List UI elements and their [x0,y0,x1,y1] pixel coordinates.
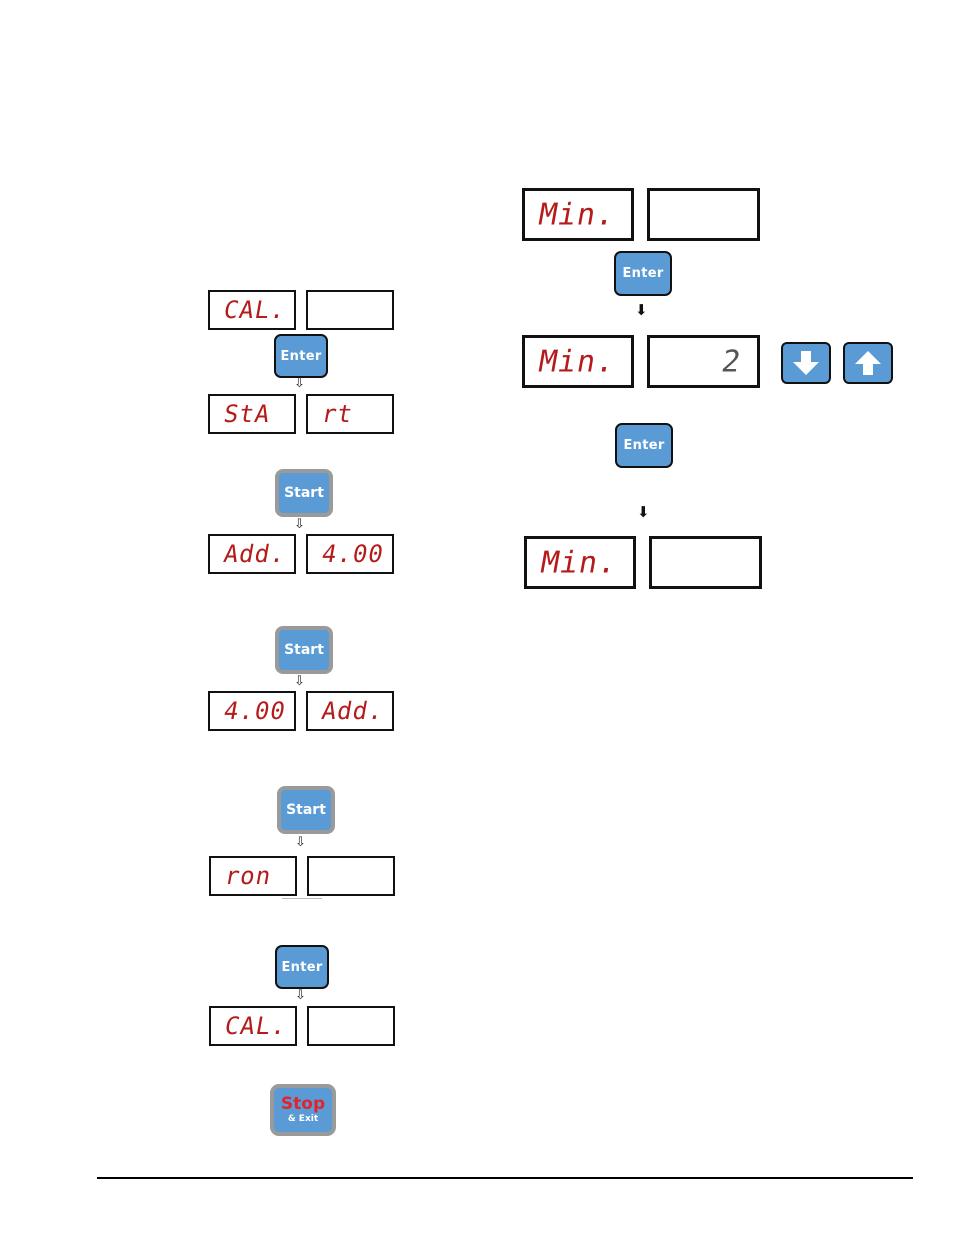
display-left-min: Min. [522,335,634,388]
display-text: 4.00 [306,540,394,568]
enter-button[interactable]: Enter [275,945,329,989]
up-button[interactable] [843,342,893,384]
display-text: Add. [306,697,394,725]
display-left-cal: CAL. [208,290,296,330]
up-arrow-icon [853,349,883,377]
display-right-blank [647,188,760,241]
display-text: ron [209,862,297,890]
stop-label: Stop [281,1096,325,1113]
start-button[interactable]: Start [275,469,333,517]
flow-arrow-icon: ⇩ [294,377,305,390]
enter-button[interactable]: Enter [614,251,672,296]
display-text: Min. [522,197,634,232]
display-text: Min. [522,344,634,379]
display-right-blank [307,1006,395,1046]
display-text: 4.00 [208,697,296,725]
display-right-value: 4.00 [306,534,394,574]
display-left-min: Min. [524,536,636,589]
enter-button[interactable]: Enter [615,423,673,468]
display-right-blank [307,856,395,896]
display-left-min: Min. [522,188,634,241]
flow-arrow-icon: ⇩ [294,675,305,688]
divider-line [282,898,322,899]
down-button[interactable] [781,342,831,384]
exit-label: & Exit [288,1115,318,1124]
start-button[interactable]: Start [275,626,333,674]
display-text: CAL. [209,1012,297,1040]
display-right-digit: 2 [647,335,760,388]
start-button[interactable]: Start [277,786,335,834]
display-left-ron: ron [209,856,297,896]
display-text: rt [306,400,394,428]
display-text: StA [208,400,296,428]
display-right-rt: rt [306,394,394,434]
display-text: Add. [208,540,296,568]
stop-exit-button[interactable]: Stop & Exit [270,1084,336,1136]
display-left-add: Add. [208,534,296,574]
flow-arrow-icon: ⇩ [294,518,305,531]
display-right-blank [649,536,762,589]
display-left-value: 4.00 [208,691,296,731]
footer-rule [97,1177,913,1179]
display-left-sta: StA [208,394,296,434]
display-text: CAL. [208,296,296,324]
display-right-blank [306,290,394,330]
flow-arrow-icon: ⬇ [637,505,650,520]
display-left-cal: CAL. [209,1006,297,1046]
enter-button[interactable]: Enter [274,334,328,378]
flow-arrow-icon: ⇩ [295,836,306,849]
display-right-add: Add. [306,691,394,731]
flow-arrow-icon: ⇩ [295,989,306,1002]
flow-arrow-icon: ⬇ [635,303,648,318]
down-arrow-icon [791,349,821,377]
display-text: 2 [647,344,760,379]
display-text: Min. [524,545,636,580]
